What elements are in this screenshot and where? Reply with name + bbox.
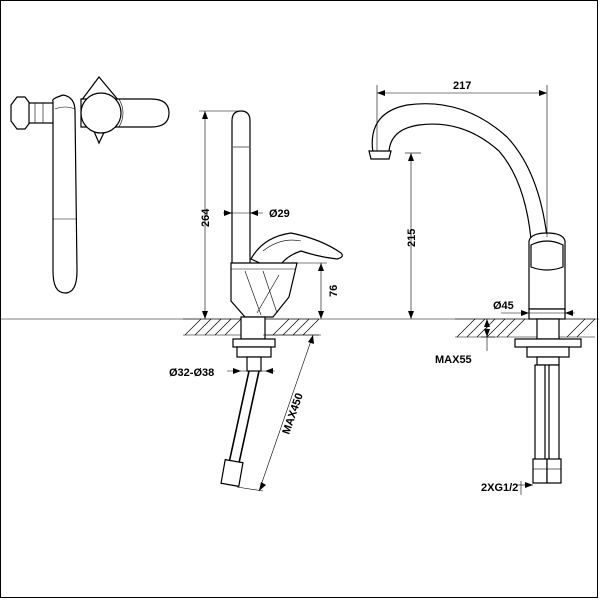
side-view-hose-a [228,370,250,464]
top-view-connector [28,102,56,124]
top-view-body [80,92,122,134]
side-view-washer [232,338,276,348]
side-view-nut [236,346,272,358]
side-view: 264 Ø29 76 Ø32-Ø38 MAX450 [169,110,343,492]
dim-base-diameter: Ø45 [493,300,514,312]
dim-reach: 217 [453,80,471,92]
dim-height-total: 264 [200,208,212,227]
front-view: 217 215 Ø45 MAX55 2XG1/2 [368,80,596,495]
dim-counter-thickness: MAX55 [435,354,472,366]
front-view-counter-hatch [455,318,596,338]
front-view-hose-right [548,364,560,462]
side-view-hose-fitting [220,458,244,488]
front-view-spout [371,103,548,240]
top-view [10,76,170,294]
dim-base-height: 76 [328,285,340,297]
side-view-handle [250,232,343,272]
front-view-handle [530,240,564,271]
top-view-spout [52,94,78,294]
top-view-nut [10,96,32,130]
side-view-body [230,262,298,318]
side-view-hose-b [238,370,260,464]
dim-spout-diameter: Ø29 [269,208,290,220]
front-view-hose-left [534,364,546,462]
dim-connection: 2XG1/2 [481,482,518,494]
front-view-washer [514,338,582,348]
dim-hole-range: Ø32-Ø38 [169,367,214,379]
side-view-spout [231,110,251,270]
side-view-shank [240,316,266,340]
dim-spout-height: 215 [406,229,418,247]
dim-hose-length: MAX450 [280,392,305,436]
front-view-aerator [368,150,392,160]
front-view-shank [536,318,560,340]
